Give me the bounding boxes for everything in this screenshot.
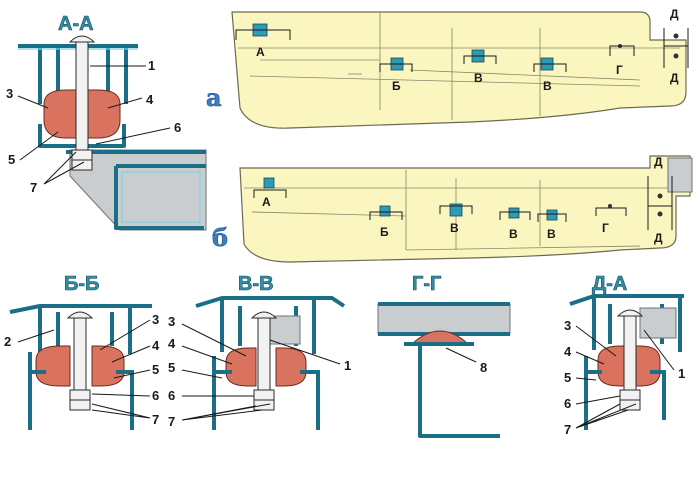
side-view-b: б А Б В В В Г Д Д xyxy=(212,155,693,263)
callout-bb-3: 3 xyxy=(152,312,159,327)
section-bb-title: Б-Б xyxy=(64,273,99,295)
marker-b-В3: В xyxy=(547,227,556,241)
callout-da-6: 6 xyxy=(564,396,571,411)
callout-vv-6: 6 xyxy=(168,388,175,403)
vehicle-body-b xyxy=(239,155,691,263)
callout-vv-1: 1 xyxy=(344,358,351,373)
callout-da-5: 5 xyxy=(564,370,571,385)
marker-b-Г: Г xyxy=(602,221,609,235)
callout-7: 7 xyxy=(30,180,37,195)
marker-a-Д2: Д xyxy=(670,71,679,85)
callout-da-1: 1 xyxy=(678,366,685,381)
section-da: Д-А 3 4 5 6 7 1 xyxy=(564,273,685,437)
callout-5: 5 xyxy=(8,152,15,167)
section-vv-title: В-В xyxy=(238,273,274,295)
callout-6: 6 xyxy=(174,120,181,135)
callout-3: 3 xyxy=(6,86,13,101)
callout-bb-7: 7 xyxy=(152,412,159,427)
rubber-cushion-upper xyxy=(43,89,77,139)
marker-b-Д1: Д xyxy=(654,155,663,169)
section-da-title: Д-А xyxy=(592,273,627,295)
section-aa-title: А-А xyxy=(58,13,94,35)
section-gg: Г-Г 8 xyxy=(377,273,511,438)
callout-gg-8: 8 xyxy=(480,360,487,375)
section-vv: В-В 3 4 5 1 6 7 xyxy=(168,273,351,430)
callout-1: 1 xyxy=(148,58,155,73)
callout-bb-5: 5 xyxy=(152,362,159,377)
marker-b-Б: Б xyxy=(380,225,389,239)
marker-b-А: А xyxy=(262,195,271,209)
rubber-cushion-lower xyxy=(87,89,121,139)
vehicle-body-a xyxy=(231,11,687,129)
callout-bb-4: 4 xyxy=(152,338,160,353)
section-gg-title: Г-Г xyxy=(412,273,441,295)
callout-bb-2: 2 xyxy=(4,334,11,349)
marker-b-В1: В xyxy=(450,221,459,235)
marker-a-Б: Б xyxy=(392,79,401,93)
callout-bb-6: 6 xyxy=(152,388,159,403)
marker-a-Д1: Д xyxy=(670,7,679,21)
bolt xyxy=(68,35,96,43)
view-letter-a: а xyxy=(206,83,222,112)
view-letter-b: б xyxy=(212,223,228,252)
marker-a-Г: Г xyxy=(616,63,623,77)
callout-da-4: 4 xyxy=(564,344,572,359)
callout-vv-4: 4 xyxy=(168,336,176,351)
marker-b-Д2: Д xyxy=(654,231,663,245)
marker-a-А: А xyxy=(256,45,265,59)
callout-da-3: 3 xyxy=(564,318,571,333)
marker-a-В1: В xyxy=(474,71,483,85)
marker-b-В2: В xyxy=(509,227,518,241)
callout-vv-3: 3 xyxy=(168,314,175,329)
callout-4: 4 xyxy=(146,92,154,107)
callout-da-7: 7 xyxy=(564,422,571,437)
section-bb: Б-Б 2 3 4 5 6 7 xyxy=(4,273,160,430)
section-aa-top: А-А 1 3 4 5 6 7 xyxy=(6,13,207,231)
callout-vv-7: 7 xyxy=(168,414,175,429)
callout-vv-5: 5 xyxy=(168,360,175,375)
side-view-a: а А Б В В Г Д Д xyxy=(206,7,689,129)
marker-a-В2: В xyxy=(543,79,552,93)
